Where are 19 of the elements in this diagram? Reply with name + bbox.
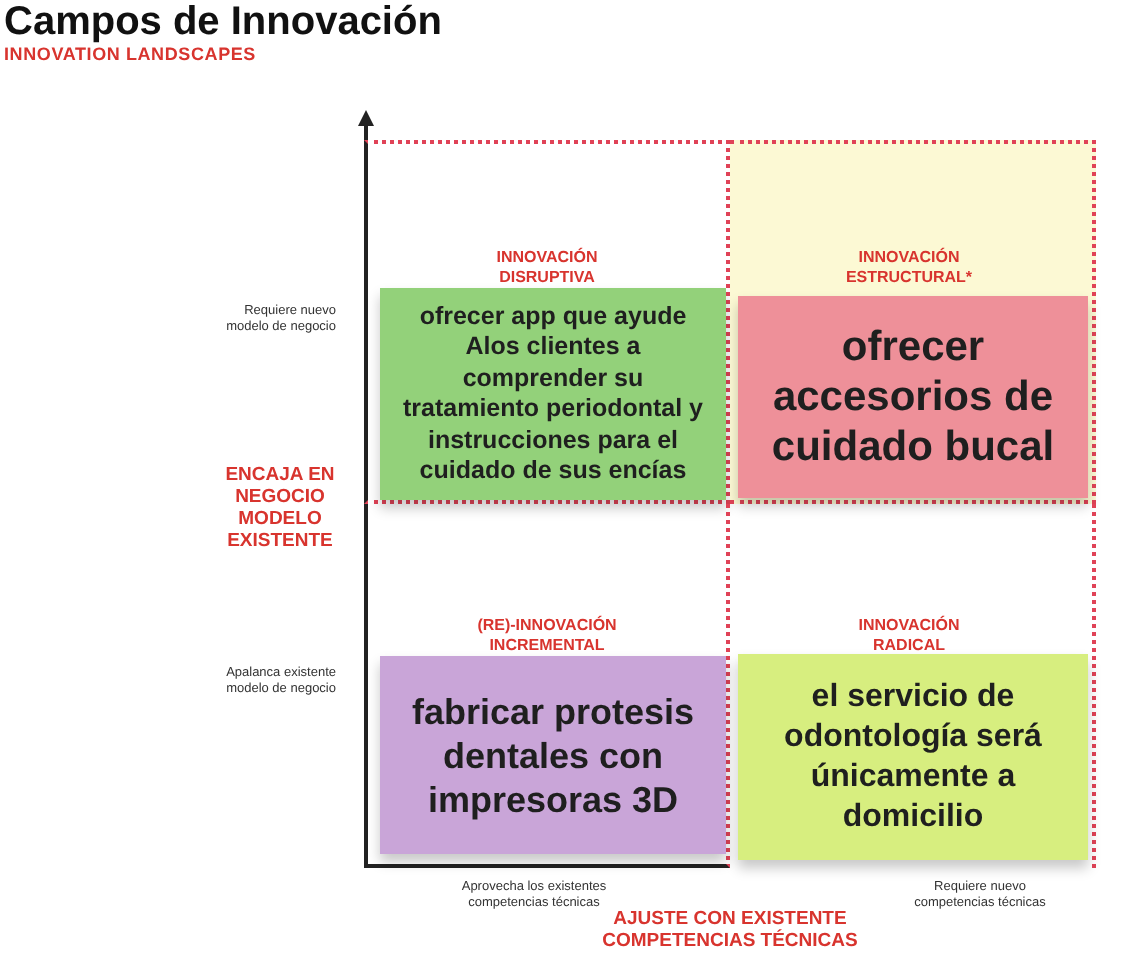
quadrant-panel — [730, 140, 1096, 504]
sticky-note — [380, 288, 726, 500]
sticky-note — [380, 656, 726, 854]
quadrant-heading: INNOVACIÓN RADICAL — [858, 616, 960, 654]
note-text: ofrecer accesorios de cuidado bucal — [771, 324, 1055, 470]
title: Campos de Innovación — [4, 0, 442, 44]
quadrant-heading: (RE)-INNOVACIÓN INCREMENTAL — [477, 616, 617, 654]
quadrant-heading: INNOVACIÓN ESTRUCTURAL* — [845, 248, 973, 286]
note-text: el servicio de odontología será únicamente a domicilio — [784, 679, 1042, 833]
sticky-note — [738, 654, 1088, 860]
subtitle: INNOVATION LANDSCAPES — [4, 44, 256, 64]
quadrant-panel — [364, 140, 730, 504]
axis-title: ENCAJA EN NEGOCIO MODELO EXISTENTE — [225, 464, 335, 552]
note-text: ofrecer app que ayude Alos clientes a comprender su tratamiento periodontal y instrucciones para el cuidado de sus encías — [402, 301, 704, 484]
quadrant-heading: INNOVACIÓN DISRUPTIVA — [496, 248, 598, 286]
axis-title: AJUSTE CON EXISTENTE COMPETENCIAS TÉCNICAS — [602, 908, 858, 952]
sticky-note — [738, 296, 1088, 498]
quadrant-panel — [364, 504, 730, 868]
note-text: fabricar protesis dentales con impresoras 3D — [411, 691, 695, 819]
